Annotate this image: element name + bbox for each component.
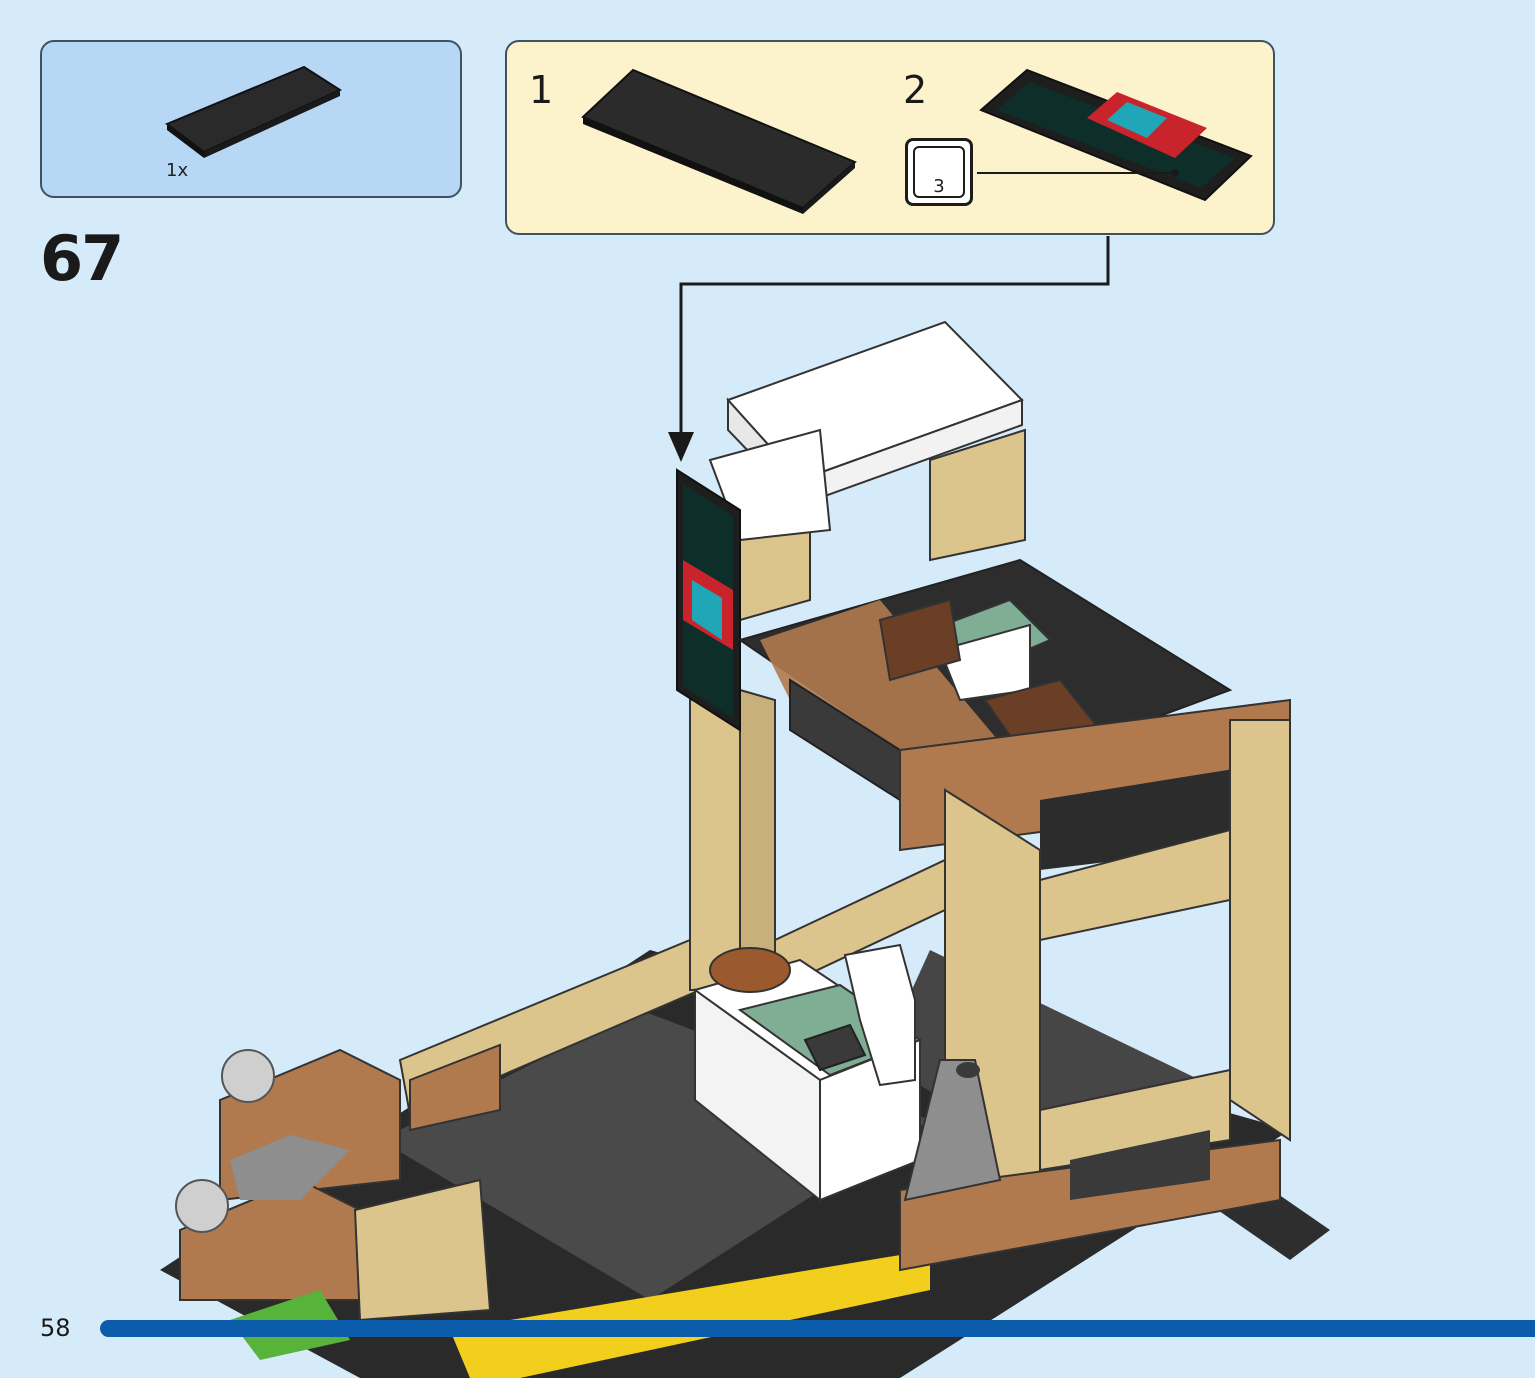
substep-2-number: 2: [903, 68, 928, 112]
substep-panel: 1 2 3: [505, 40, 1275, 235]
city-tour-sign: [676, 468, 741, 732]
substep-illustration: [581, 68, 1253, 214]
upper-floor: [737, 558, 1291, 870]
sticker-tile-icon: [979, 68, 1253, 202]
black-tile-icon: [581, 68, 857, 214]
gray-post: [903, 1059, 1002, 1202]
parts-list-panel: 1x: [40, 40, 462, 198]
step-number: 67: [40, 222, 124, 295]
black-tile-icon: [165, 65, 343, 158]
page-number: 58: [40, 1314, 71, 1342]
sticker-number: 3: [933, 176, 945, 197]
sticker-icon: 3: [905, 138, 973, 206]
substep-1-number: 1: [529, 68, 554, 112]
roof-element: [708, 320, 1024, 542]
coffee-counter: [692, 943, 923, 1203]
callout-arrow-icon: [668, 236, 1110, 462]
part-quantity: 1x: [166, 160, 189, 181]
progress-bar: [100, 1320, 1535, 1337]
